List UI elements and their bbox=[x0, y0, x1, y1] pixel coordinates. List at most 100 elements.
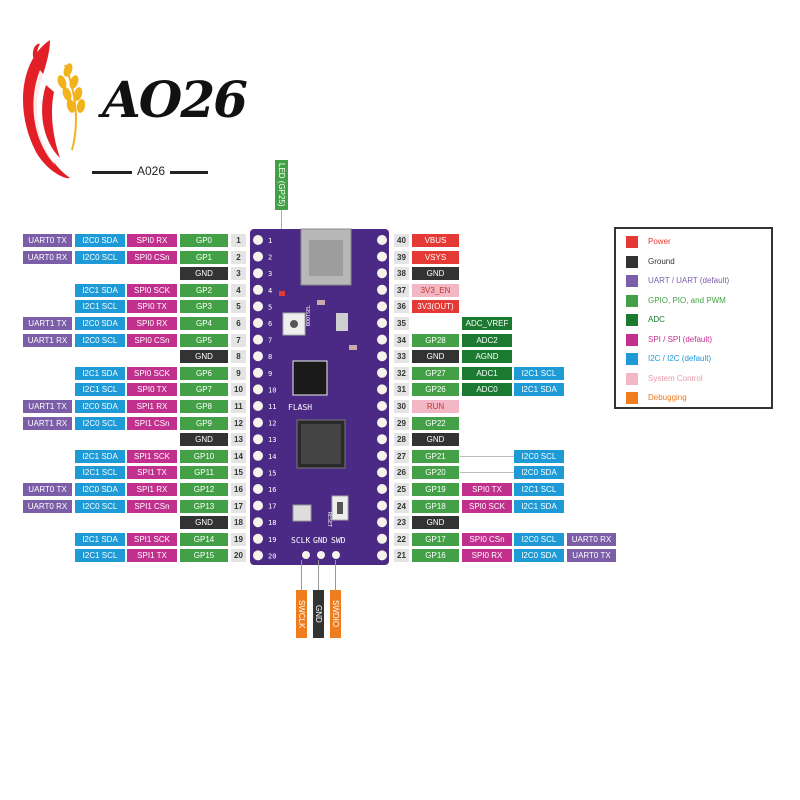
brand-caption: A026 bbox=[136, 164, 166, 178]
i2c-label: I2C0 SCL bbox=[75, 251, 125, 264]
i2c-label: I2C0 SDA bbox=[514, 466, 564, 479]
leader-line bbox=[460, 456, 514, 457]
pin-number: 7 bbox=[231, 334, 246, 347]
board-pin-number: 13 bbox=[268, 436, 276, 444]
gpio-label: GP16 bbox=[412, 549, 459, 562]
i2c-label: I2C1 SCL bbox=[75, 383, 125, 396]
pin-number: 6 bbox=[231, 317, 246, 330]
pin-number: 1 bbox=[231, 234, 246, 247]
board-pin-number: 7 bbox=[268, 337, 272, 345]
i2c-label: I2C0 SDA bbox=[514, 549, 564, 562]
power-label: 3V3(OUT) bbox=[412, 300, 459, 313]
legend-swatch bbox=[626, 372, 638, 385]
debug-pad bbox=[302, 551, 310, 559]
gpio-label: GP19 bbox=[412, 483, 459, 496]
pin-number: 35 bbox=[394, 317, 409, 330]
gpio-label: GP17 bbox=[412, 533, 459, 546]
i2c-label: I2C1 SCL bbox=[75, 466, 125, 479]
logo-underline-right bbox=[170, 171, 208, 174]
rp2040-die bbox=[301, 424, 341, 464]
pin-pad bbox=[253, 384, 263, 395]
flash-chip bbox=[292, 360, 328, 396]
board-pin-number: 5 bbox=[268, 303, 272, 311]
i2c-label: I2C0 SDA bbox=[75, 317, 125, 330]
legend-label: I2C / I2C (default) bbox=[648, 354, 712, 363]
legend-label: ADC bbox=[648, 315, 665, 324]
pin-pad bbox=[377, 318, 387, 328]
board-pin-number: 20 bbox=[268, 552, 276, 560]
flash-label: FLASH bbox=[288, 403, 312, 412]
gnd-label: GND bbox=[313, 536, 328, 545]
board-pin-number: 4 bbox=[268, 287, 272, 295]
gpio-label: GP4 bbox=[180, 317, 228, 330]
spi-label: SPI1 CSn bbox=[127, 417, 177, 430]
pin-pad bbox=[377, 517, 387, 528]
pin-number: 28 bbox=[394, 433, 409, 446]
pin-pad bbox=[377, 484, 387, 494]
i2c-label: I2C0 SDA bbox=[75, 483, 125, 496]
adc-label: ADC_VREF bbox=[462, 317, 512, 330]
gpio-label: GP5 bbox=[180, 334, 228, 347]
gpio-label: GP12 bbox=[180, 483, 228, 496]
spi-label: SPI0 TX bbox=[127, 300, 177, 313]
gpio-label: GP1 bbox=[180, 251, 228, 264]
legend-swatch bbox=[626, 236, 638, 248]
pin-number: 30 bbox=[394, 400, 409, 413]
gnd-label: GND bbox=[180, 267, 228, 280]
pin-number: 25 bbox=[394, 483, 409, 496]
pin-number: 14 bbox=[231, 450, 246, 463]
spi-label: SPI1 RX bbox=[127, 400, 177, 413]
legend-label: Ground bbox=[648, 256, 675, 266]
regulator bbox=[292, 504, 312, 522]
pin-number: 40 bbox=[394, 234, 409, 247]
sclk-label: SCLK bbox=[291, 536, 310, 545]
debug-pad bbox=[317, 551, 325, 559]
gpio-label: GP11 bbox=[180, 466, 228, 479]
pin-number: 38 bbox=[394, 267, 409, 280]
i2c-label: I2C0 SDA bbox=[75, 234, 125, 247]
spi-label: SPI0 SCK bbox=[462, 500, 512, 513]
pin-number: 37 bbox=[394, 284, 409, 297]
spi-label: SPI1 TX bbox=[127, 466, 177, 479]
pin-pad bbox=[377, 351, 387, 362]
debug-label: SWCLK bbox=[296, 590, 307, 638]
gpio-label: GP21 bbox=[412, 450, 459, 463]
gpio-label: GP6 bbox=[180, 367, 228, 380]
pin-pad bbox=[253, 334, 263, 345]
board-pin-number: 15 bbox=[268, 469, 276, 477]
pin-number: 10 bbox=[231, 383, 246, 396]
pin-pad bbox=[377, 533, 387, 544]
pin-number: 34 bbox=[394, 334, 409, 347]
pin-number: 9 bbox=[231, 367, 246, 380]
usb-port bbox=[309, 240, 343, 276]
pin-number: 27 bbox=[394, 450, 409, 463]
pin-number: 23 bbox=[394, 516, 409, 529]
pin-pad bbox=[253, 533, 263, 544]
legend-swatch bbox=[626, 353, 638, 365]
spi-label: SPI1 CSn bbox=[127, 500, 177, 513]
pin-pad bbox=[377, 467, 387, 478]
i2c-label: I2C0 SCL bbox=[75, 417, 125, 430]
pin-pad bbox=[253, 550, 263, 561]
gpio-label: GP8 bbox=[180, 400, 228, 413]
pin-number: 20 bbox=[231, 549, 246, 562]
spi-label: SPI0 SCK bbox=[127, 284, 177, 297]
pin-pad bbox=[253, 367, 263, 378]
pin-number: 26 bbox=[394, 466, 409, 479]
power-label: VBUS bbox=[412, 234, 459, 247]
spi-label: SPI0 RX bbox=[462, 549, 512, 562]
pin-number: 19 bbox=[231, 533, 246, 546]
legend-swatch bbox=[626, 255, 638, 268]
led bbox=[279, 291, 285, 296]
pin-pad bbox=[377, 417, 387, 428]
pin-number: 31 bbox=[394, 383, 409, 396]
bootsel-label: BOOTSEL bbox=[306, 305, 312, 326]
reset-cap bbox=[337, 502, 343, 514]
legend-item: Power bbox=[626, 235, 671, 249]
pin-pad bbox=[253, 467, 263, 478]
gpio-label: GP0 bbox=[180, 234, 228, 247]
pin-number: 5 bbox=[231, 300, 246, 313]
pin-number: 11 bbox=[231, 400, 246, 413]
uart-label: UART1 RX bbox=[23, 417, 72, 430]
